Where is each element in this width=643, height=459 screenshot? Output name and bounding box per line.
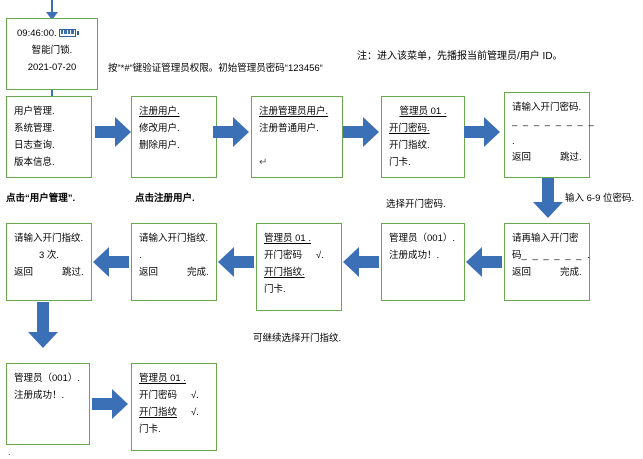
caption-menu-note: 注：进入该菜单，先播报当前管理员/用户 ID。	[357, 51, 563, 62]
register-menu-blank	[259, 137, 335, 154]
admin-menu-3-item-0[interactable]: 开门密码√.	[139, 387, 209, 404]
user-menu-item-0[interactable]: 注册用户.	[139, 106, 180, 117]
confirm-password-prompt-line1: 请再输入开门密	[512, 233, 579, 244]
admin-menu-2-item-1[interactable]: 开门指纹.	[264, 267, 305, 278]
screen-fingerprint-success: 管理员（001）. 注册成功！.	[6, 363, 90, 445]
register-menu-item-0[interactable]: 注册管理员用户.	[259, 106, 329, 117]
enter-fingerprint-3times-skip-button[interactable]: 跳过.	[62, 267, 84, 278]
arrow-enter-fp-done-to-enter-fp-3	[93, 247, 129, 277]
admin-menu-1-title: 管理员 01 .	[399, 106, 447, 117]
admin-menu-3-title: 管理员 01 .	[139, 373, 186, 384]
fingerprint-success-line1: 管理员（001）.	[14, 373, 80, 384]
enter-fingerprint-done-buttons: 返回 完成.	[139, 264, 209, 281]
enter-fingerprint-3times-buttons: 返回 跳过.	[14, 264, 84, 281]
user-menu-item-2[interactable]: 删除用户.	[139, 140, 180, 151]
caption-continue-fingerprint: 可继续选择开门指纹.	[253, 333, 342, 344]
enter-fingerprint-done-done-button[interactable]: 完成.	[187, 267, 209, 278]
screen-admin-menu-1[interactable]: 管理员 01 . 开门密码. 开门指纹. 门卡.	[381, 96, 465, 178]
check-icon-fingerprint-3: √.	[191, 407, 199, 418]
arrow-admin-menu-2-to-enter-fp-1	[218, 247, 254, 277]
confirm-password-dashes: _ _ _ _ _ _ .	[521, 250, 592, 261]
enter-password-back-button[interactable]: 返回	[512, 152, 532, 163]
enter-password-field[interactable]: – – – – – – – –	[512, 120, 596, 131]
admin-menu-3-item-1[interactable]: 开门指纹√.	[139, 404, 209, 421]
caption-click-user-mgmt: 点击“用户管理”.	[6, 193, 76, 204]
arrow-enter-fp-3-to-fp-success	[28, 302, 58, 348]
main-menu-item-3[interactable]: 版本信息.	[14, 157, 55, 168]
confirm-password-back-button[interactable]: 返回	[512, 267, 532, 278]
stray-mark: .	[8, 447, 11, 458]
arrow-fp-success-to-admin-menu-3	[92, 389, 128, 419]
caption-enter-6-9-password: 输入 6-9 位密码.	[565, 193, 635, 204]
arrow-confirm-pwd-to-pwd-success	[466, 247, 502, 277]
caption-select-door-password: 选择开门密码.	[386, 199, 446, 210]
enter-password-prompt: 请输入开门密码.	[512, 102, 582, 113]
screen-standby[interactable]: 09:46:00. 智能门锁. 2021-07-20	[6, 18, 98, 90]
arrowhead-top-down	[46, 12, 58, 20]
connector-top-into-standby	[51, 0, 53, 14]
screen-admin-menu-3[interactable]: 管理员 01 . 开门密码√. 开门指纹√. 门卡.	[131, 363, 217, 451]
enter-fingerprint-done-back-button[interactable]: 返回	[139, 267, 159, 278]
password-success-line1: 管理员（001）.	[389, 233, 455, 244]
battery-icon	[58, 29, 79, 37]
enter-password-buttons: 返回 跳过.	[512, 149, 582, 166]
admin-menu-1-item-2[interactable]: 门卡.	[389, 157, 411, 168]
connector-standby-to-main-menu	[51, 90, 53, 96]
admin-menu-1-item-1[interactable]: 开门指纹.	[389, 140, 430, 151]
password-success-line2: 注册成功！.	[389, 250, 440, 261]
screen-user-menu[interactable]: 注册用户. 修改用户. 删除用户.	[131, 96, 217, 178]
caption-click-register-user: 点击注册用户.	[135, 193, 195, 204]
arrow-pwd-success-to-admin-menu-2	[343, 247, 379, 277]
screen-main-menu[interactable]: 用户管理. 系统管理. 日志查询. 版本信息.	[6, 96, 92, 178]
standby-device-name: 智能门锁.	[31, 45, 73, 56]
check-icon-password-3: √.	[191, 390, 199, 401]
confirm-password-done-button[interactable]: 完成.	[560, 267, 582, 278]
enter-fingerprint-done-prompt: 请输入开门指纹.	[139, 233, 209, 244]
admin-menu-2-item-0[interactable]: 开门密码√.	[264, 247, 334, 264]
arrow-enter-pwd-to-confirm-pwd	[533, 178, 563, 218]
enter-fingerprint-3times-back-button[interactable]: 返回	[14, 267, 34, 278]
main-menu-item-0[interactable]: 用户管理.	[14, 106, 55, 117]
standby-date: 2021-07-20	[27, 62, 77, 73]
admin-menu-1-item-0[interactable]: 开门密码.	[389, 123, 430, 134]
confirm-password-buttons: 返回 完成.	[512, 264, 582, 281]
register-menu-item-1[interactable]: 注册普通用户.	[259, 123, 319, 134]
admin-menu-2-item-2[interactable]: 门卡.	[264, 284, 286, 295]
enter-fingerprint-3times-prompt: 请输入开门指纹.	[14, 233, 84, 244]
main-menu-item-2[interactable]: 日志查询.	[14, 140, 55, 151]
enter-password-blank: .	[512, 136, 515, 147]
enter-fingerprint-3times-count: 3 次.	[38, 250, 60, 261]
enter-fingerprint-done-blank: .	[139, 250, 142, 261]
screen-admin-menu-2[interactable]: 管理员 01 . 开门密码√. 开门指纹. 门卡.	[256, 223, 342, 311]
arrow-user-to-register-menu	[213, 117, 249, 147]
standby-time-row: 09:46:00.	[14, 25, 90, 42]
arrow-main-to-user-menu	[95, 117, 131, 147]
enter-password-skip-button[interactable]: 跳过.	[560, 152, 582, 163]
screen-enter-fingerprint-3times[interactable]: 请输入开门指纹. 3 次. 返回 跳过.	[6, 223, 92, 301]
screen-confirm-password[interactable]: 请再输入开门密 码_ _ _ _ _ _ . 返回 完成.	[504, 223, 590, 301]
user-menu-item-1[interactable]: 修改用户.	[139, 123, 180, 134]
confirm-password-field[interactable]: 码_ _ _ _ _ _ .	[512, 250, 592, 261]
check-icon-password: √.	[316, 250, 324, 261]
main-menu-item-1[interactable]: 系统管理.	[14, 123, 55, 134]
fingerprint-success-line2: 注册成功！.	[14, 390, 65, 401]
standby-time: 09:46:00.	[17, 28, 57, 39]
arrow-register-to-admin-menu	[343, 117, 379, 147]
screen-enter-password[interactable]: 请输入开门密码. – – – – – – – – . 返回 跳过.	[504, 92, 596, 178]
admin-menu-2-title: 管理员 01 .	[264, 233, 311, 244]
caption-verify-admin: 按“*#“键验证管理员权限。初始管理员密码“123456“	[108, 63, 323, 74]
screen-register-menu[interactable]: 注册管理员用户. 注册普通用户. ↵	[251, 96, 343, 178]
admin-menu-3-item-2[interactable]: 门卡.	[139, 424, 161, 435]
screen-enter-fingerprint-done[interactable]: 请输入开门指纹. . 返回 完成.	[131, 223, 217, 301]
register-menu-pilcrow: ↵	[259, 157, 268, 168]
arrow-admin-menu-to-enter-pwd	[464, 117, 500, 147]
screen-password-success: 管理员（001）. 注册成功！.	[381, 223, 465, 301]
